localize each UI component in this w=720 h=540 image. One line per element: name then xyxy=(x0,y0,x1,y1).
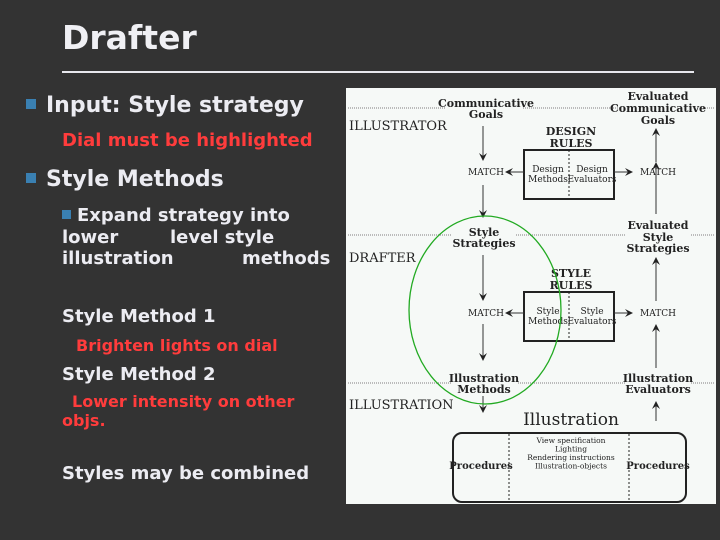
illustration-content: Illustration-objects xyxy=(535,462,607,471)
method2-note: Lower intensity on other xyxy=(72,392,295,411)
bullet-input: Input: Style strategy xyxy=(26,93,304,118)
communicative-goals: Goals xyxy=(469,108,503,121)
diagram-svg: Communicative Goals Evaluated Communicat… xyxy=(348,90,714,503)
illustration-evaluators: Evaluators xyxy=(625,383,691,396)
illustration-content: Lighting xyxy=(555,445,587,454)
layer-drafter: DRAFTER xyxy=(349,251,417,266)
style-method-1: Style Method 1 xyxy=(62,306,216,327)
procedures-left: Procedures xyxy=(449,461,513,472)
bullet-text: Style Methods xyxy=(46,167,224,192)
layer-illustration: ILLUSTRATION xyxy=(349,398,454,413)
style-method-2: Style Method 2 xyxy=(62,364,216,385)
illustration-methods: Methods xyxy=(457,383,510,396)
illustration-evaluators: Illustration xyxy=(623,372,693,385)
illustration-box xyxy=(452,432,687,503)
layer-dividers xyxy=(348,107,714,384)
expand-text: level style xyxy=(170,227,275,248)
expand-text: illustration xyxy=(62,248,174,269)
illustration-methods: Illustration xyxy=(449,372,519,385)
design-rules-label: RULES xyxy=(550,137,593,150)
evaluated-goals: Evaluated xyxy=(628,90,689,103)
evaluated-goals: Communicative xyxy=(610,102,706,115)
style-methods: Style xyxy=(536,307,559,317)
style-rules-label: STYLE xyxy=(551,267,591,280)
method1-note: Brighten lights on dial xyxy=(76,336,278,355)
title-divider xyxy=(62,71,694,73)
style-methods: Methods xyxy=(528,317,568,327)
slide-title: Drafter xyxy=(62,18,197,57)
style-evaluators: Evaluators xyxy=(567,317,616,327)
style-strategies: Style xyxy=(469,226,500,239)
design-evaluators: Design xyxy=(576,165,608,175)
match-node: MATCH xyxy=(468,309,504,319)
style-evaluators: Style xyxy=(580,307,603,317)
illustration-content: Rendering instructions xyxy=(527,453,615,462)
style-rules-label: RULES xyxy=(550,279,593,292)
arrows xyxy=(479,126,660,421)
layer-illustrator: ILLUSTRATOR xyxy=(349,119,448,134)
styles-combined: Styles may be combined xyxy=(62,463,310,484)
bullet-methods: Style Methods xyxy=(26,167,224,192)
bullet-square-icon xyxy=(26,173,36,183)
boxes xyxy=(452,149,687,503)
highlight-ellipse xyxy=(408,215,562,405)
style-strategies: Strategies xyxy=(452,237,515,250)
input-note: Dial must be highlighted xyxy=(62,130,313,151)
illustration-content: View specification xyxy=(535,436,605,445)
design-evaluators: Evaluators xyxy=(567,175,616,185)
design-methods: Methods xyxy=(528,175,568,185)
bullet-text: Expand strategy into xyxy=(77,205,290,226)
expand-text: lower xyxy=(62,227,119,248)
evaluated-style-strategies: Style xyxy=(643,231,674,244)
match-node: MATCH xyxy=(640,168,676,178)
evaluated-style-strategies: Strategies xyxy=(626,242,689,255)
match-node: MATCH xyxy=(640,309,676,319)
evaluated-style-strategies: Evaluated xyxy=(628,219,689,232)
bullet-text: Input: Style strategy xyxy=(46,93,304,118)
sub-bullet-expand: Expand strategy into xyxy=(62,205,290,226)
communicative-goals: Communicative xyxy=(438,97,534,110)
illustration-title: Illustration xyxy=(523,410,619,430)
expand-text: methods xyxy=(242,248,331,269)
bullet-square-icon xyxy=(62,209,71,219)
bullet-square-icon xyxy=(26,99,36,109)
design-rules-label: DESIGN xyxy=(546,125,596,138)
evaluated-goals: Goals xyxy=(641,114,675,127)
procedures-right: Procedures xyxy=(626,461,690,472)
architecture-diagram: Communicative Goals Evaluated Communicat… xyxy=(346,88,716,504)
match-node: MATCH xyxy=(468,168,504,178)
design-methods: Design xyxy=(532,165,564,175)
method2-note: objs. xyxy=(62,411,106,430)
